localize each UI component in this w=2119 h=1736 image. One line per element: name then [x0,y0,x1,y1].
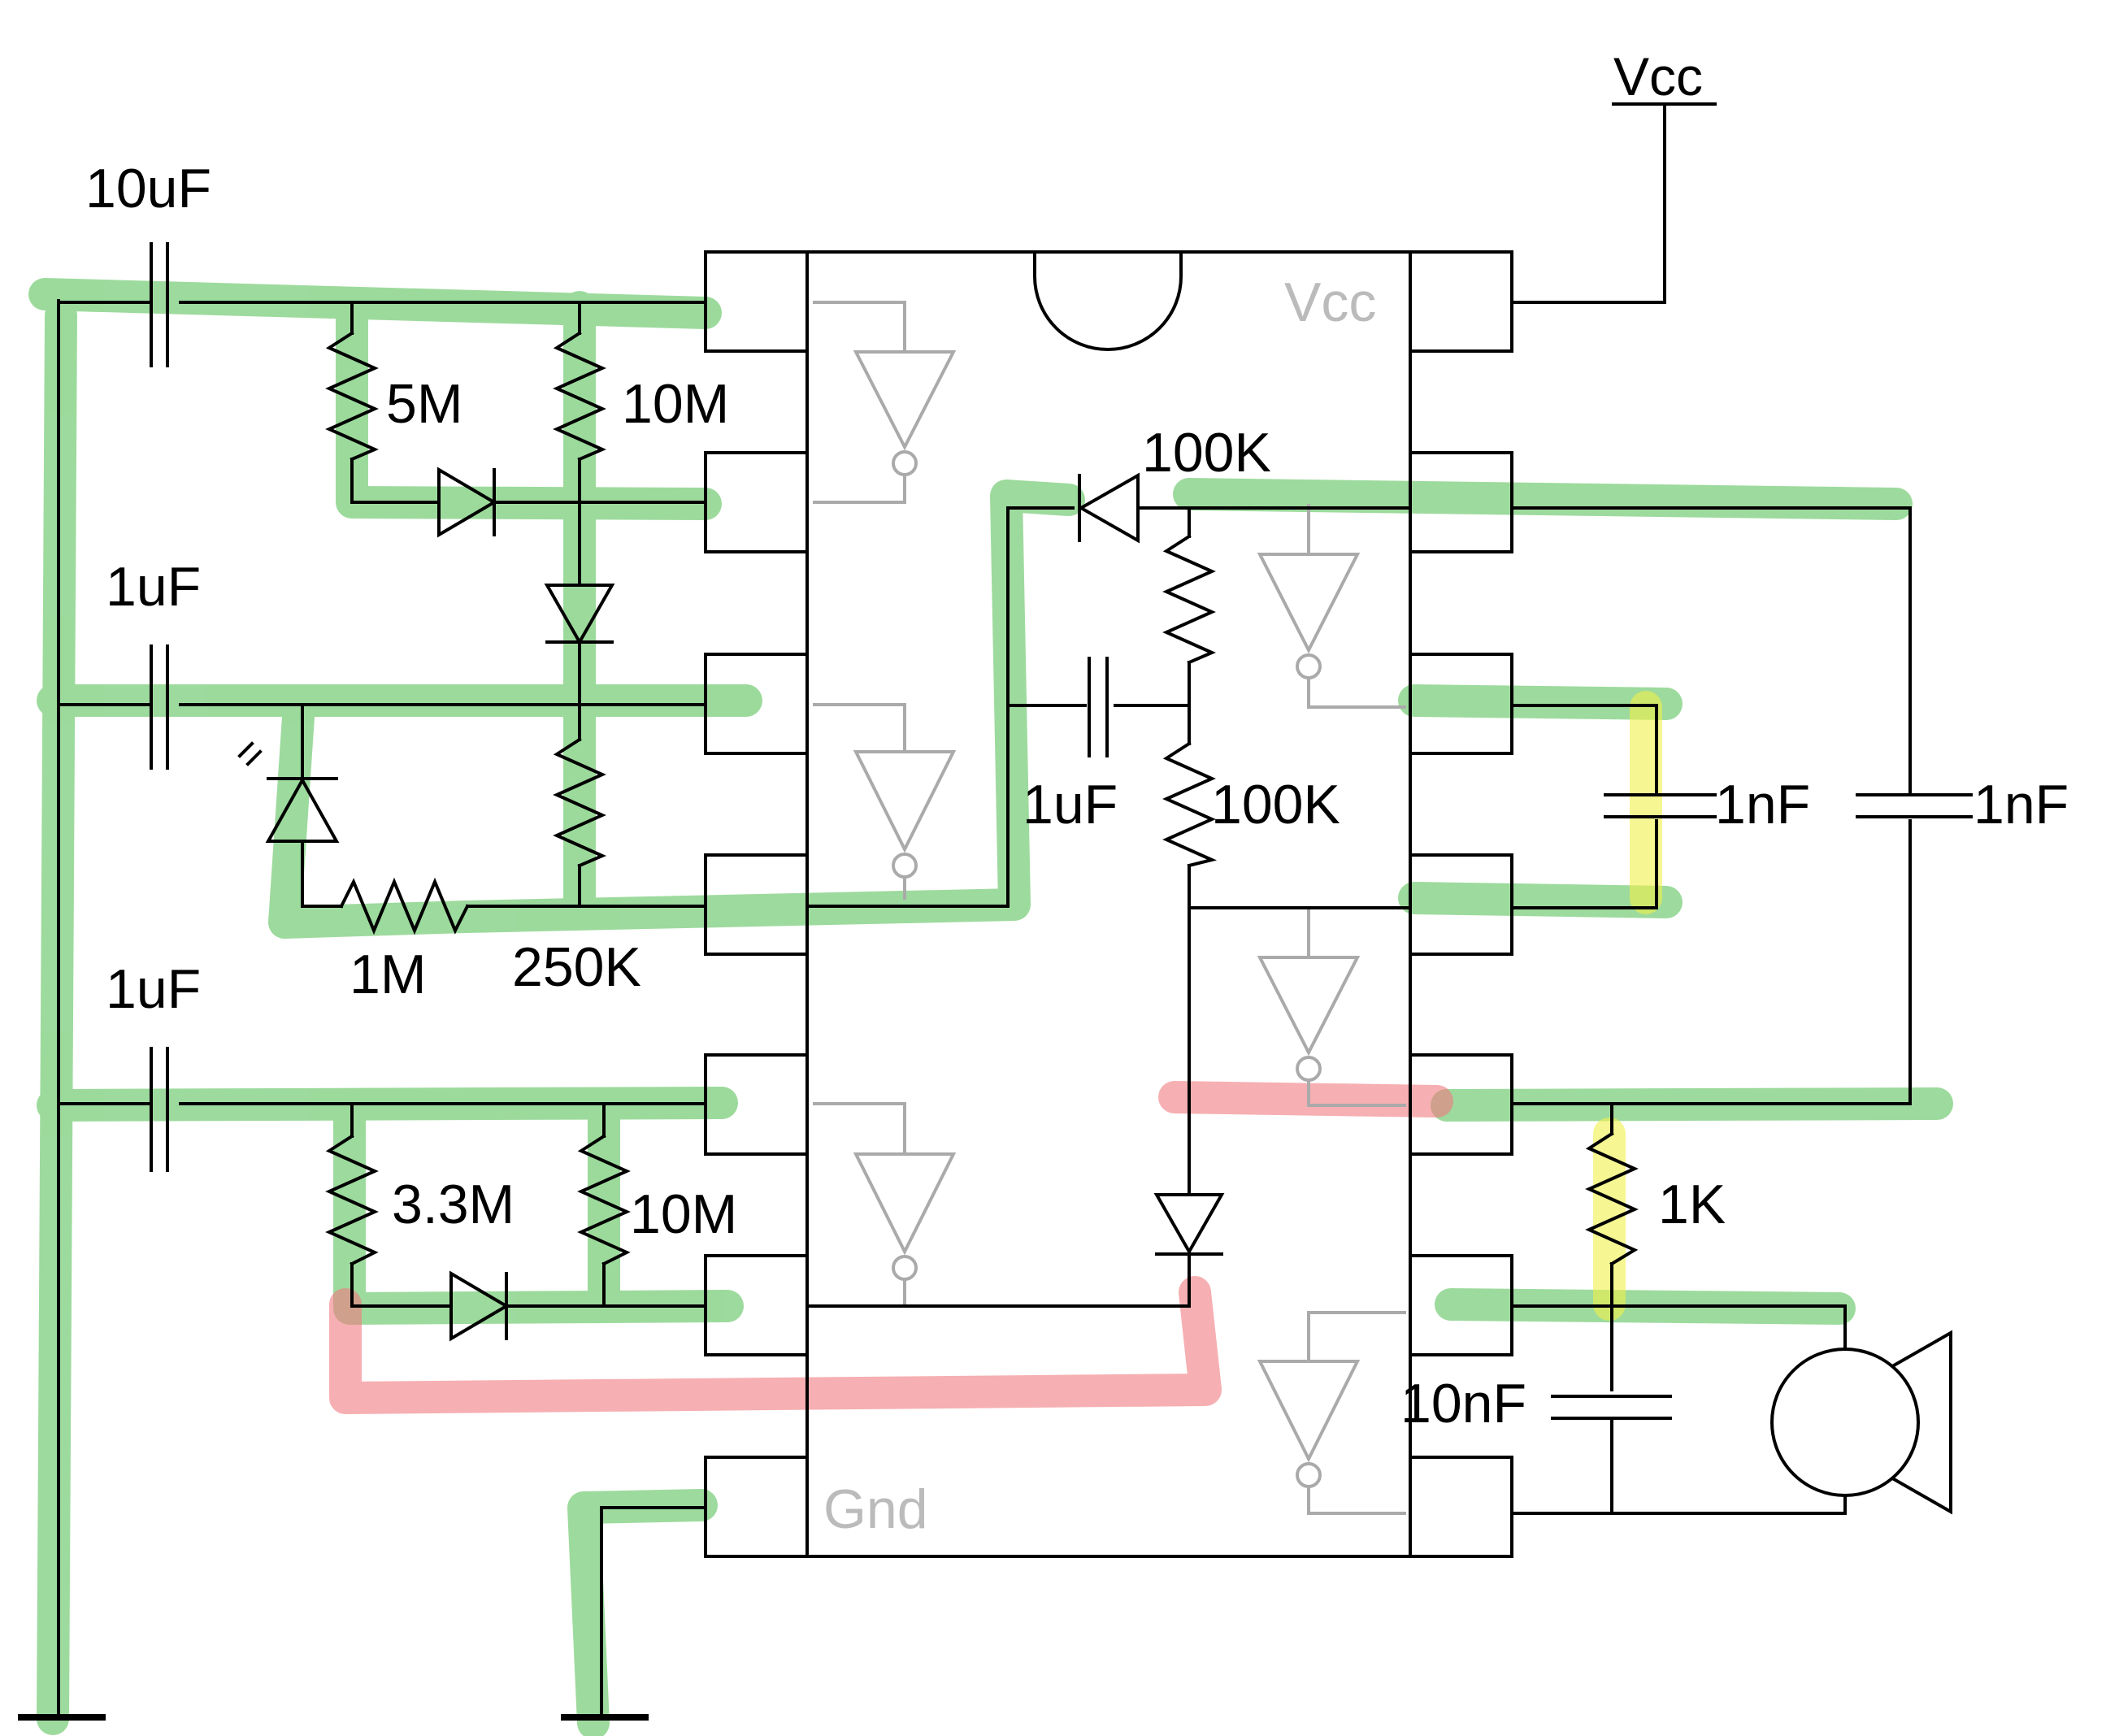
vcc-supply: Vcc [1510,46,1717,304]
inverter-gate-4 [1257,504,1406,709]
pin-8 [1409,1456,1513,1558]
diode-10m [544,584,615,646]
resistor-100k-a [1162,534,1216,665]
resistor-3-3m [325,1134,379,1266]
capacitors [150,242,1973,1420]
resistor-5m [325,331,379,462]
pin-13 [1409,451,1513,553]
pin-14 [1409,250,1513,353]
label-1uf-a: 1uF [106,556,201,618]
light-arrows [237,741,263,766]
left-wires [57,299,1191,1716]
inverter-gate-6 [1257,1311,1406,1515]
resistor-100k-b [1162,741,1218,868]
middle-wires [805,506,1412,1196]
label-1uf-c: 1uF [106,958,201,1020]
inverter-gate-5 [1257,908,1406,1107]
highlight-red-diode-loop [329,1276,1222,1414]
label-10m-a: 10M [622,373,729,435]
label-1nf-b: 1nF [1974,774,2069,835]
resistor-10m-a [553,331,606,462]
pin-11 [1409,853,1513,956]
resistors [325,331,1639,1266]
chip-gnd-label: Gnd [823,1478,928,1540]
vcc-label: Vcc [1613,46,1703,106]
right-wires [1510,506,1912,1515]
photodiode [237,741,340,843]
diode-100k [1077,472,1140,544]
inverter-gate-2 [813,703,957,900]
label-100k-b: 100K [1211,774,1340,835]
inverter-gate-3 [813,1102,957,1306]
inverter-gate-1 [813,301,957,504]
chip-notch [1033,250,1183,351]
diodes [237,467,1225,1342]
label-5m: 5M [386,373,462,435]
capacitor-10uf [150,242,169,367]
resistor-1m [339,877,470,935]
pin-1 [704,250,809,353]
component-labels: 10uF 1uF 1uF 1uF 5M 10M 1M 250K 3.3M 10M… [85,158,2069,1434]
label-10uf: 10uF [85,158,211,219]
capacitor-1uf-b [1088,657,1109,757]
chip-vcc-label: Vcc [1284,271,1376,333]
speaker-icon [1770,1330,1952,1515]
inverter-gates [813,301,1406,1515]
capacitor-1uf-c [150,1047,169,1172]
label-1nf-a: 1nF [1715,774,1810,835]
highlight-photodiode-loop [268,480,1085,939]
highlight-pin10-rail [1398,882,1683,918]
label-250k: 250K [512,936,641,998]
resistor-1k [1585,1131,1639,1266]
capacitor-1nf-b [1856,793,1973,818]
yellow-highlights [1593,691,1662,1321]
capacitor-10nf [1551,1395,1672,1420]
diode-5m [437,467,497,538]
red-highlights [329,1081,1453,1414]
label-1uf-b: 1uF [1023,774,1118,835]
diode-pin6 [1153,1193,1225,1256]
diode-3-3m [449,1270,510,1342]
label-10nf: 10nF [1400,1373,1526,1434]
resistor-10m-b [577,1134,631,1266]
label-3-3m: 3.3M [392,1174,515,1235]
label-100k-a: 100K [1142,422,1271,484]
label-1k: 1K [1658,1174,1726,1235]
capacitor-1uf-a [150,644,169,770]
pin-7 [704,1456,809,1558]
highlight-1nf-rail [1173,478,1913,520]
highlight-red-pin7 [1158,1081,1453,1118]
highlight-pin13-rail [1398,684,1683,720]
label-1m: 1M [350,944,426,1005]
capacitor-1nf-a [1604,793,1717,818]
resistor-250k [553,737,606,868]
label-10m-b: 10M [630,1183,737,1245]
vcc-wire [1510,102,1666,304]
